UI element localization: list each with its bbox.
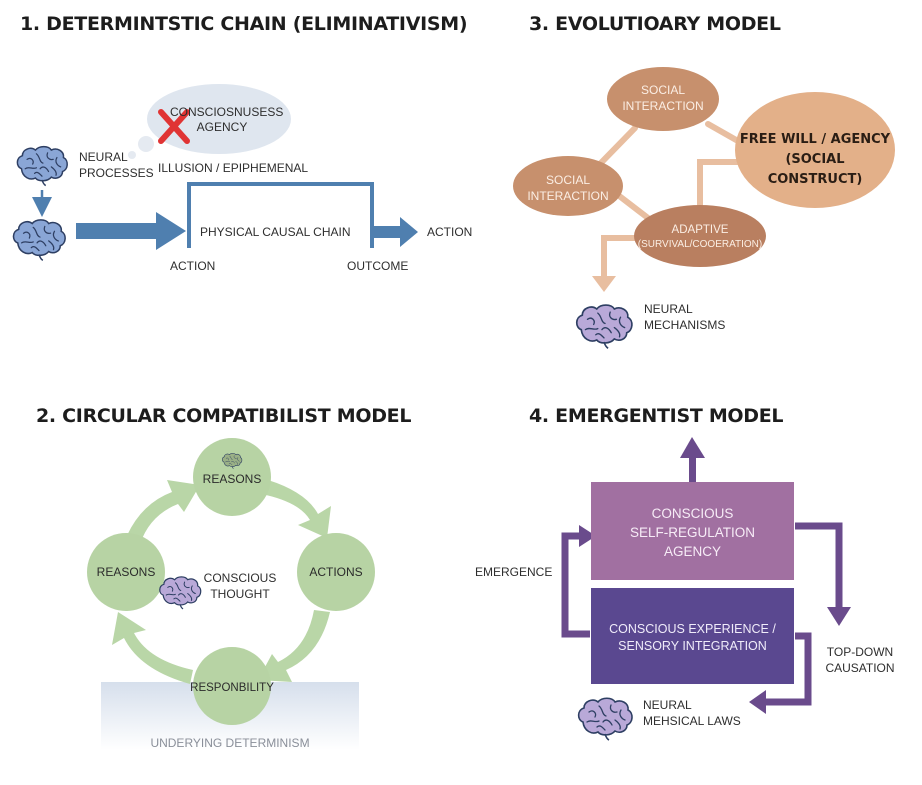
node-left-label: SOCIAL INTERACTION [527,173,609,203]
link-top-left [593,125,638,171]
brain-icon [575,695,635,741]
right-arrow [374,217,418,247]
node-left [87,533,165,611]
panel2-title: 2. CIRCULAR COMPATIBILIST MODEL [36,405,412,427]
top-down-arrowhead [827,607,851,626]
bubble-text: CONSCIOSNUSESS AGENCY [170,105,284,134]
adaptive-arrowhead [592,276,616,292]
arrow-left-top [125,480,200,544]
node-top-label: REASONS [202,471,262,486]
conscious-thought-label: CONSCIOUS THOUGHT [203,571,277,601]
link-left-adaptive [615,192,651,221]
emergence-loop [561,532,590,638]
node-right-label: ACTIONS [309,564,363,579]
arrow-bottom-left [112,612,193,684]
causal-chain-bracket [187,182,374,248]
adaptive-down-arrow [601,235,640,278]
emergence-label: EMERGENCE [475,565,553,579]
neural-mechanisms-label: NEURAL MECHANISMS [644,302,726,332]
up-arrow-head [680,437,705,458]
node-top [193,438,271,516]
top-down-loop [795,522,843,610]
arrow-right-bottom [258,610,330,682]
panel4-title: 4. EMERGENTIST MODEL [529,405,784,427]
cross-icon [158,109,190,144]
node-right [297,533,375,611]
feedback-loop [764,632,812,706]
action-left-label: ACTION [170,259,216,273]
top-down-label: TOP-DOWN CAUSATION [825,645,895,675]
node-bottom-label: RESPONBILITY [190,681,274,694]
illusion-label: ILLUSION / EPIPHEMENAL [158,161,309,175]
cycle-arrows [112,480,331,684]
bubble-dot-1 [138,136,154,152]
physical-chain-label: PHYSICAL CAUSAL CHAIN [200,225,351,239]
outcome-label: OUTCOME [347,259,409,273]
feedback-arrowhead [749,690,766,714]
node-adaptive-sub: (SURVIVAL/COOERATION) [637,239,763,250]
panel1-title: 1. DETERMINTSTIC CHAIN (ELIMINATIVISM) [20,13,468,35]
node-adaptive [634,205,766,267]
node-big-label: FREE WILL / AGENCY (SOCIAL CONSTRUCT) [739,132,891,187]
bubble-dot-2 [128,151,136,159]
node-left-label: REASONS [96,564,156,579]
self-regulation-label: CONSCIOUS SELF-REGULATION AGENCY [629,506,756,559]
link-big-adaptive [697,159,741,221]
action-right-label: ACTION [427,225,473,239]
big-right-arrow [76,212,186,250]
node-big [735,92,895,208]
node-left [513,156,623,216]
node-top-label: SOCIAL INTERACTION [622,83,704,113]
self-regulation-box [591,482,794,580]
node-bottom [193,647,271,725]
experience-label: CONSCIOUS EXPERIENCE / SENSORY INTEGRATI… [609,622,776,653]
neural-laws-label: NEURAL MEHSICAL LAWS [643,698,741,728]
node-top [607,67,719,131]
up-arrow-shaft [689,455,696,485]
neural-processes-label: NEURAL PROCESSES [79,150,154,180]
determinism-label: UNDERYING DETERMINISM [150,736,310,750]
arrow-top-right [266,480,331,538]
panel3-title: 3. EVOLUTIOARY MODEL [529,13,781,35]
node-adaptive-label: ADAPTIVE [671,224,729,236]
emergence-arrowhead [579,525,596,547]
experience-box [591,588,794,684]
